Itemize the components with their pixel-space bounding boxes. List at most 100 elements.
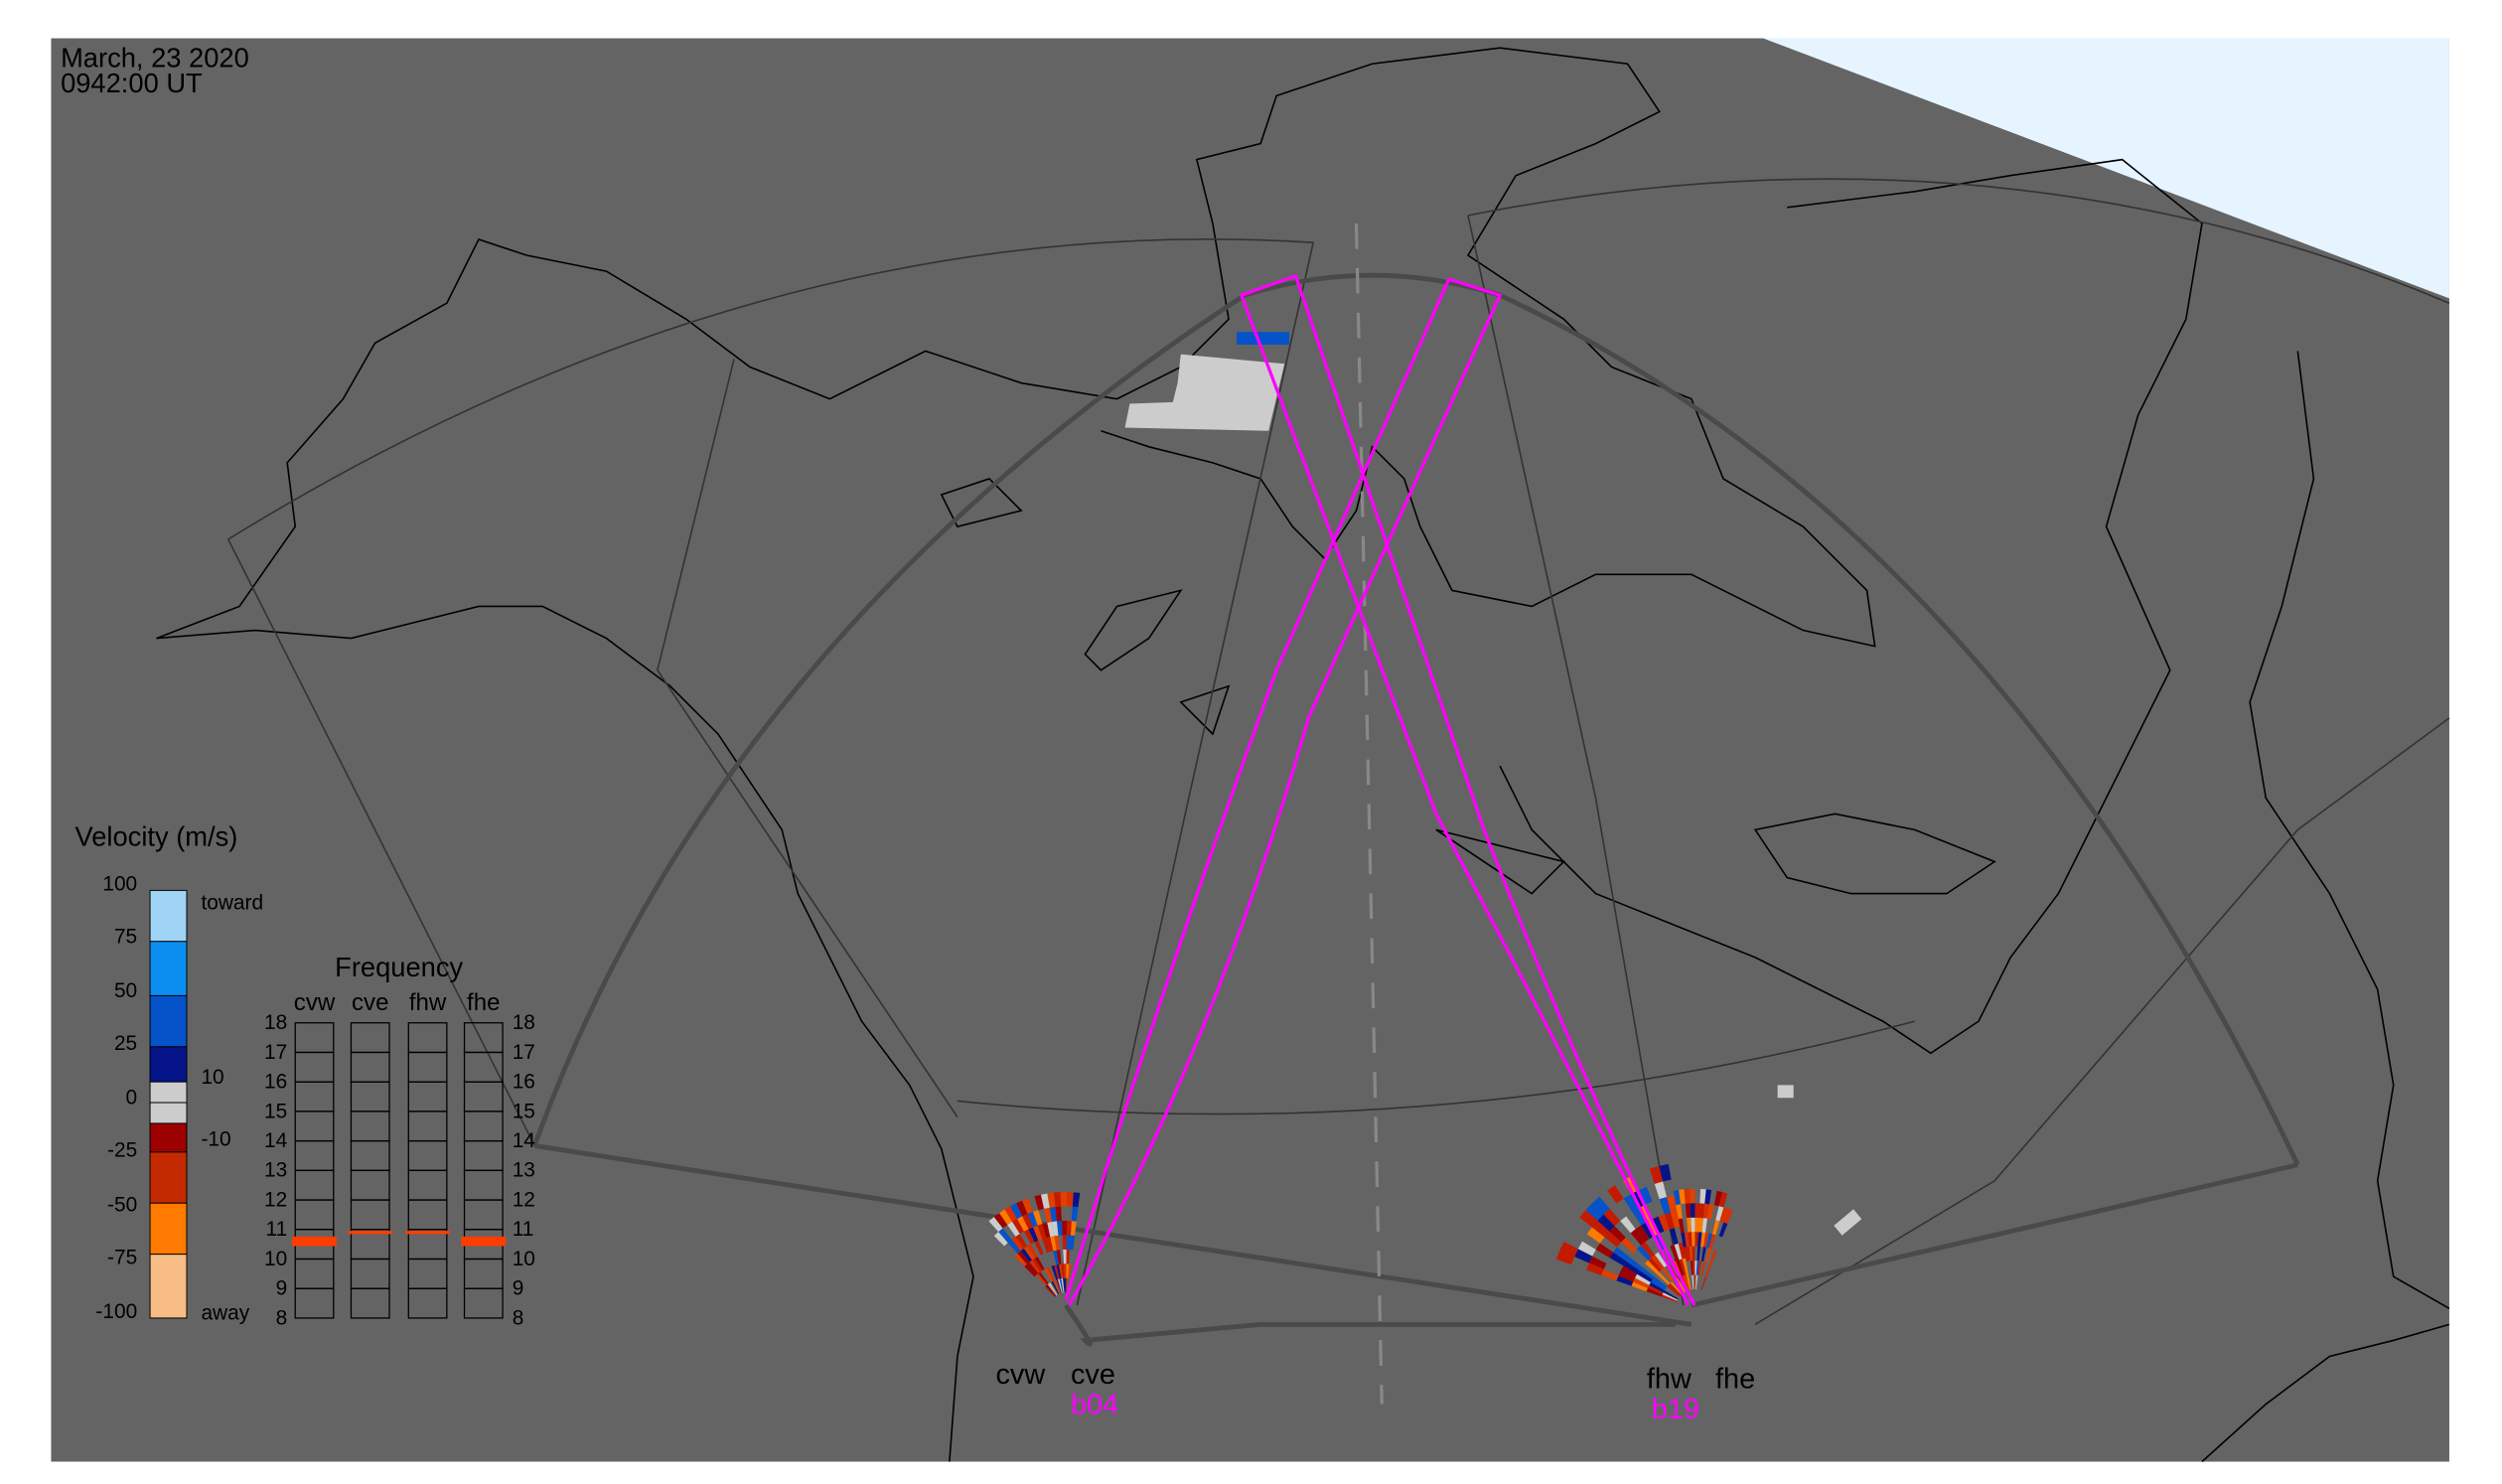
echo-cell (1574, 1249, 1593, 1263)
echo-cell (1706, 1204, 1714, 1220)
frequency-tick-left: 18 (264, 1011, 287, 1034)
echo-cell (1678, 1242, 1686, 1260)
echo-cell (1694, 1274, 1696, 1290)
echo-cell (1695, 1274, 1698, 1290)
echo-cell (1670, 1211, 1681, 1229)
frequency-tick-right: 12 (513, 1188, 535, 1211)
echo-cell (1705, 1248, 1712, 1263)
echo-cell (1697, 1261, 1701, 1275)
legend-plus10: 10 (201, 1066, 223, 1089)
echo-cell (993, 1232, 1008, 1247)
radar-label-cvw: cvw (995, 1359, 1045, 1391)
echo-cell (1034, 1240, 1044, 1256)
fov-outline (531, 272, 2300, 1347)
echo-cell (1635, 1225, 1650, 1243)
echo-cell (1649, 1165, 1664, 1184)
colorbar-segment (149, 1151, 188, 1204)
echo-cell (1053, 1250, 1059, 1265)
echo-cell (1679, 1189, 1686, 1205)
frequency-column-cve: cve (352, 989, 388, 1016)
echo-cell (1023, 1229, 1035, 1245)
echo-cell (1681, 1232, 1687, 1248)
frequency-marker-fhe (461, 1236, 507, 1247)
echo-cell (1685, 1203, 1692, 1219)
echo-cell (1051, 1280, 1060, 1295)
frequency-tick-right: 14 (513, 1129, 535, 1152)
echo-cell (1686, 1273, 1692, 1290)
echo-cell (1704, 1262, 1712, 1277)
echo-patch (1834, 1209, 1862, 1236)
echo-cell (1688, 1232, 1693, 1247)
radar-label-fhe: fhe (1715, 1364, 1755, 1396)
echo-cell (1609, 1252, 1627, 1266)
echo-cell (1057, 1278, 1063, 1293)
echo-cell (1657, 1271, 1671, 1285)
echo-cell (1663, 1290, 1679, 1300)
echo-cell (1723, 1208, 1733, 1224)
echo-cell (1022, 1198, 1033, 1215)
echo-cell (1626, 1257, 1643, 1270)
colorbar-tick: 25 (114, 1032, 137, 1055)
echo-cell (1676, 1260, 1685, 1276)
frequency-tick-left: 14 (264, 1129, 287, 1152)
echo-cell (1027, 1244, 1038, 1259)
echo-cell (1014, 1253, 1027, 1267)
echo-cell (1061, 1277, 1065, 1293)
echo-cell (1043, 1207, 1053, 1224)
echo-cell (1597, 1214, 1615, 1232)
frequency-marker-cvw (292, 1236, 338, 1247)
echo-cell (1577, 1241, 1596, 1257)
echo-cell (1010, 1203, 1023, 1220)
frequency-tick-right: 10 (513, 1248, 535, 1270)
echo-cell (1040, 1193, 1050, 1209)
echo-cell (1032, 1210, 1043, 1226)
frequency-tick-left: 15 (264, 1100, 287, 1122)
frequency-tick-right: 11 (513, 1218, 534, 1241)
beam-b04 (1064, 277, 1503, 1306)
echo-cell (1048, 1282, 1058, 1296)
frequency-cell (407, 1287, 448, 1319)
echo-cell (1682, 1258, 1689, 1275)
echo-cell (1698, 1203, 1705, 1219)
frequency-tick-right: 16 (513, 1071, 535, 1094)
echo-cell (1652, 1216, 1665, 1234)
echo-cell (1015, 1234, 1028, 1249)
echo-cell (1636, 1245, 1652, 1261)
velocity-legend-title: Velocity (m/s) (75, 820, 238, 851)
echo-cell (1004, 1206, 1017, 1222)
frequency-cell (350, 1287, 390, 1319)
echo-cell (1691, 1232, 1695, 1247)
echo-cell (1623, 1261, 1640, 1274)
echo-cell (1071, 1206, 1079, 1222)
echo-cell (1061, 1220, 1067, 1236)
echo-cell (1650, 1279, 1667, 1291)
echo-cell (1645, 1260, 1660, 1274)
echo-cell (1070, 1221, 1077, 1236)
echo-cell (1640, 1242, 1655, 1258)
echo-cell (1668, 1282, 1682, 1296)
echo-cell (1684, 1274, 1691, 1290)
echo-cell (1058, 1263, 1063, 1279)
echo-cell (1047, 1283, 1057, 1296)
dashed-meridian (1354, 223, 1384, 1405)
echo-cell (1055, 1206, 1062, 1222)
frequency-tick-left: 10 (264, 1248, 287, 1270)
echo-cell (1683, 1247, 1689, 1261)
colorbar-tick: -25 (107, 1139, 137, 1162)
echo-cell (1662, 1292, 1678, 1301)
echo-cell (1659, 1163, 1672, 1182)
frequency-tick-left: 16 (264, 1071, 287, 1094)
echo-cell (1661, 1294, 1678, 1302)
frequency-tick-right: 9 (513, 1277, 524, 1300)
echo-cell (1667, 1284, 1681, 1297)
echo-cell (1054, 1264, 1060, 1279)
echo-cell (1592, 1196, 1610, 1215)
legend-away: away (201, 1302, 249, 1325)
colorbar-tick: 75 (114, 925, 137, 948)
echo-cell (1700, 1276, 1707, 1291)
echo-cell (1062, 1277, 1066, 1293)
echo-cell (1613, 1247, 1630, 1261)
frequency-cell (463, 1287, 504, 1319)
echo-cell (1697, 1232, 1702, 1247)
